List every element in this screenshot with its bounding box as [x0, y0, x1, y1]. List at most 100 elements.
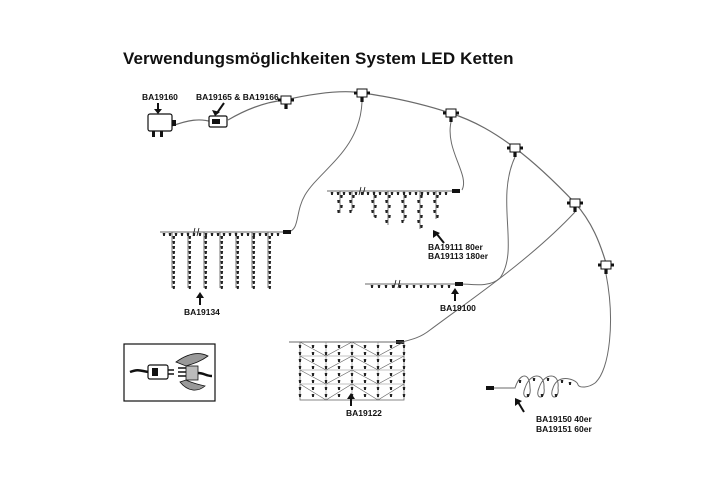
arrow-icon	[433, 230, 445, 244]
led-bulb	[385, 200, 388, 203]
led-bulb	[363, 352, 367, 355]
led-bulb	[378, 192, 382, 195]
led-bulb	[350, 380, 354, 383]
led-bulb	[352, 205, 355, 208]
led-bulb	[366, 192, 370, 195]
led-bulb	[389, 366, 393, 369]
led-bulb	[236, 256, 240, 259]
arrow-icon	[196, 292, 204, 305]
led-bulb	[404, 215, 407, 218]
led-bulb	[363, 380, 367, 383]
label-icicle-small-1: BA19111 80er	[428, 242, 483, 252]
led-bulb	[419, 285, 423, 288]
led-bulb	[363, 387, 367, 390]
led-bulb	[363, 394, 367, 397]
led-bulb	[268, 256, 272, 259]
led-bulb	[402, 345, 406, 348]
t-connector-icon	[506, 143, 524, 158]
led-bulb	[220, 246, 224, 249]
led-bulb	[376, 380, 380, 383]
led-bulbs	[162, 192, 572, 397]
led-bulb	[349, 210, 352, 213]
led-bulb	[188, 261, 192, 264]
led-bulb	[350, 387, 354, 390]
led-bulb	[298, 373, 302, 376]
led-bulb	[389, 359, 393, 362]
led-bulb	[417, 220, 420, 223]
led-bulb	[404, 195, 407, 198]
led-bulb	[371, 200, 374, 203]
arrow-icon	[154, 103, 162, 114]
led-bulb	[268, 236, 272, 239]
led-bulb	[438, 192, 442, 195]
led-bulb	[298, 345, 302, 348]
led-bulb	[540, 394, 544, 397]
led-bulb	[337, 373, 341, 376]
led-bulb	[172, 246, 176, 249]
power-adapter-icon	[147, 113, 176, 137]
led-bulb	[236, 276, 240, 279]
led-bulb	[172, 266, 176, 269]
led-bulb	[389, 345, 393, 348]
led-bulb	[385, 220, 388, 223]
led-bulb	[433, 285, 437, 288]
led-bulb	[376, 352, 380, 355]
led-bulb	[234, 233, 238, 236]
led-bulb	[236, 236, 240, 239]
led-bulb	[363, 366, 367, 369]
led-bulb	[402, 380, 406, 383]
led-bulb	[376, 394, 380, 397]
led-bulb	[246, 233, 250, 236]
led-bulb	[340, 195, 343, 198]
branch-cable	[461, 156, 516, 286]
led-bulb	[414, 192, 418, 195]
led-bulb	[324, 345, 328, 348]
led-bulb	[172, 286, 176, 289]
led-bulb	[276, 233, 280, 236]
led-bulb	[220, 266, 224, 269]
led-bulb	[402, 394, 406, 397]
led-bulb	[389, 387, 393, 390]
branch-cable	[577, 273, 611, 388]
led-bulb	[432, 192, 436, 195]
led-bulb	[350, 359, 354, 362]
led-bulb	[264, 233, 268, 236]
led-bulb	[377, 285, 381, 288]
led-bulb	[389, 380, 393, 383]
led-bulb	[420, 215, 423, 218]
led-bulb	[222, 233, 226, 236]
led-bulb	[337, 200, 340, 203]
arrow-icon	[347, 393, 355, 406]
led-bulb	[298, 394, 302, 397]
led-bulb	[408, 192, 412, 195]
led-bulb	[298, 387, 302, 390]
led-bulb	[236, 281, 240, 284]
led-bulb	[220, 256, 224, 259]
led-bulb	[311, 352, 315, 355]
t-connector-icon	[597, 260, 615, 275]
led-bulb	[204, 271, 208, 274]
led-bulb	[363, 359, 367, 362]
led-bulb	[398, 285, 402, 288]
led-bulb	[192, 233, 196, 236]
led-bulb	[236, 271, 240, 274]
arrow-icon	[515, 398, 525, 413]
led-bulb	[374, 205, 377, 208]
led-bulb	[426, 192, 430, 195]
led-bulb	[518, 380, 522, 383]
branch-cable	[449, 121, 465, 191]
led-bulb	[236, 246, 240, 249]
led-bulb	[204, 286, 208, 289]
led-bulb	[236, 251, 240, 254]
led-bulb	[350, 352, 354, 355]
led-bulb	[188, 251, 192, 254]
label-icicle-large: BA19134	[184, 307, 220, 317]
led-bulb	[402, 366, 406, 369]
label-string-chain: BA19100	[440, 303, 476, 313]
led-bulb	[436, 205, 439, 208]
led-bulb	[568, 382, 572, 385]
branch-cable	[401, 211, 576, 343]
string-light-chain	[365, 279, 463, 289]
led-bulb	[405, 285, 409, 288]
